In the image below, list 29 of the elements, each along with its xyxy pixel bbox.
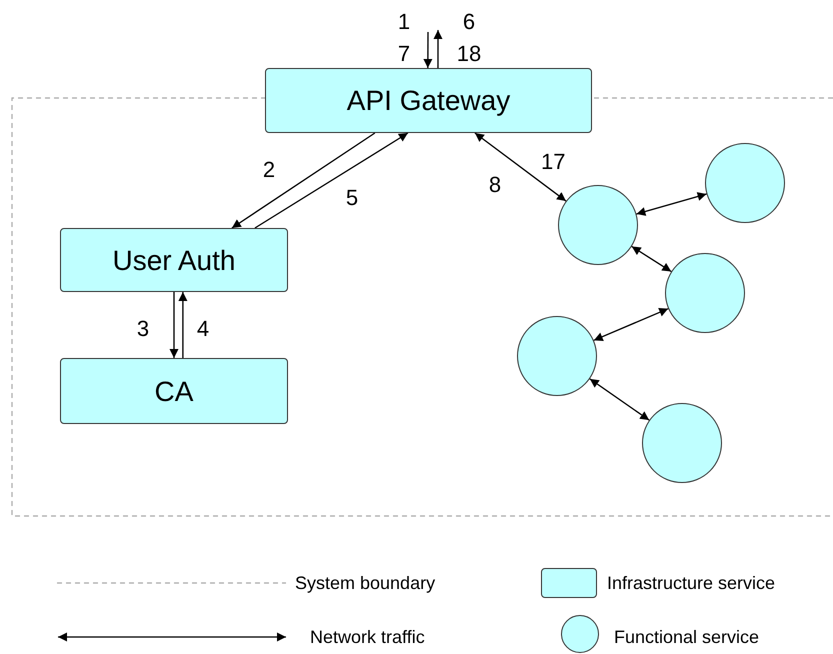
step-number: 4 [196,315,210,343]
arrow [178,292,188,358]
step-number: 8 [488,171,502,199]
arrow [434,30,442,68]
arrow [170,292,178,358]
arrow [232,132,376,229]
legend-label: Infrastructure service [607,572,776,594]
service-box [60,228,288,292]
node-label: API Gateway [346,84,510,118]
arrow [631,246,672,272]
legend-label: System boundary [295,572,436,594]
step-number: 5 [344,184,360,212]
arrow [423,32,432,68]
step-number: 1 7 [396,8,412,68]
service-box [265,68,592,133]
legend-label: Functional service [614,626,760,648]
arrow [594,308,668,341]
node-label: User Auth [112,244,236,278]
step-number: 3 [136,315,150,343]
arrow [636,192,707,216]
step-number: 2 [262,156,276,184]
step-number: 17 [541,148,566,176]
node-label: CA [154,374,194,408]
arrow [589,378,650,421]
legend-label: Network traffic [310,626,425,648]
arrow [254,132,408,229]
arrow [474,132,566,202]
service-box [60,358,288,424]
step-number: 6 18 [456,8,482,68]
